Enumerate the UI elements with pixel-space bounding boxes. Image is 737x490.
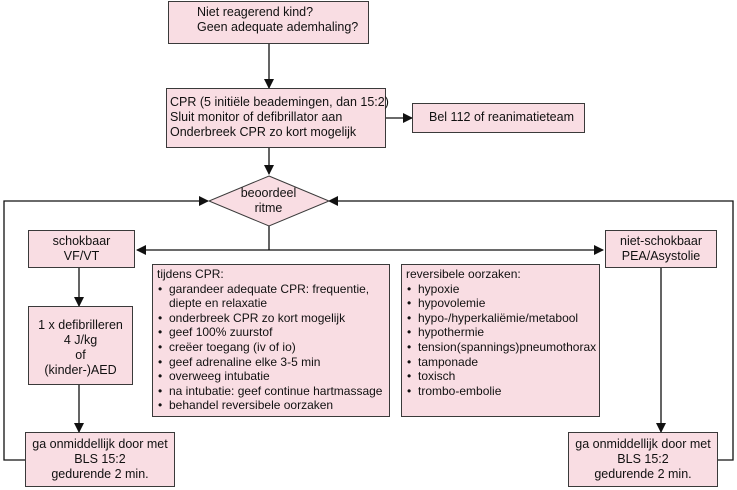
reversible-item: toxisch <box>406 369 599 384</box>
defib-box: 1 x defibrilleren 4 J/kg of (kinder-)AED <box>28 306 133 385</box>
reversible-list: hypoxie hypovolemie hypo-/hyperkaliëmie/… <box>406 282 599 399</box>
bls-left-line-3: gedurende 2 min. <box>51 467 149 481</box>
reversible-item: hypovolemie <box>406 296 599 311</box>
assess-line-1: beoordeel <box>240 186 297 200</box>
loop-left <box>3 196 209 461</box>
cpr-line-3: Onderbreek CPR zo kort mogelijk <box>170 125 357 139</box>
nonshockable-box: niet-schokbaar PEA/Asystolie <box>605 230 717 268</box>
reversible-causes-box: reversibele oorzaken: hypoxie hypovolemi… <box>401 264 600 417</box>
reversible-item: tamponade <box>406 355 599 370</box>
defib-line-2: 4 J/kg <box>63 333 98 347</box>
reversible-title: reversibele oorzaken: <box>406 267 521 281</box>
during-item: garandeer adequate CPR: frequentie, <box>157 282 389 297</box>
during-item: creëer toegang (iv of io) <box>157 340 389 355</box>
cpr-line-2: Sluit monitor of defibrillator aan <box>170 110 343 124</box>
call-label: Bel 112 of reanimatieteam <box>429 110 574 124</box>
bls-right-box: ga onmiddellijk door met BLS 15:2 gedure… <box>568 432 718 487</box>
during-item: diepte en relaxatie <box>169 296 268 311</box>
start-line-2: Geen adequate ademhaling? <box>197 20 359 34</box>
bls-right-line-3: gedurende 2 min. <box>594 467 692 481</box>
during-cpr-title: tijdens CPR: <box>157 267 224 281</box>
bls-right-line-2: BLS 15:2 <box>617 452 669 466</box>
during-item: overweeg intubatie <box>157 369 389 384</box>
shockable-box: schokbaar VF/VT <box>28 230 135 268</box>
during-item: na intubatie: geef continue hartmassage <box>157 384 389 399</box>
during-cpr-list: garandeer adequate CPR: frequentie, diep… <box>157 282 389 413</box>
assess-diamond <box>207 175 331 227</box>
assess-line-2: ritme <box>254 201 283 215</box>
during-item: geef 100% zuurstof <box>157 325 389 340</box>
call-box: Bel 112 of reanimatieteam <box>412 103 585 133</box>
during-item: geef adrenaline elke 3-5 min <box>157 355 389 370</box>
reversible-item: hypoxie <box>406 282 599 297</box>
nonshockable-line-1: niet-schokbaar <box>620 234 702 248</box>
loop-right <box>328 196 734 461</box>
assess-label: beoordeel ritme <box>210 176 327 226</box>
during-item: onderbreek CPR zo kort mogelijk <box>157 311 389 326</box>
start-box: Niet reagerend kind? Geen adequate ademh… <box>168 1 369 44</box>
cpr-box: CPR (5 initiële beademingen, dan 15:2) S… <box>166 88 389 148</box>
shockable-line-1: schokbaar <box>52 234 111 248</box>
cpr-line-1: CPR (5 initiële beademingen, dan 15:2) <box>170 95 389 109</box>
defib-line-1: 1 x defibrilleren <box>38 318 123 332</box>
shockable-line-2: VF/VT <box>63 249 100 263</box>
bls-left-line-2: BLS 15:2 <box>74 452 126 466</box>
bls-right-line-1: ga onmiddellijk door met <box>575 437 711 451</box>
bls-left-box: ga onmiddellijk door met BLS 15:2 gedure… <box>25 432 175 487</box>
reversible-item: hypothermie <box>406 325 599 340</box>
reversible-item: hypo-/hyperkaliëmie/metabool <box>406 311 599 326</box>
during-cpr-box: tijdens CPR: garandeer adequate CPR: fre… <box>152 264 390 417</box>
during-item: behandel reversibele oorzaken <box>157 398 389 413</box>
bls-left-line-1: ga onmiddellijk door met <box>32 437 168 451</box>
defib-line-4: (kinder-)AED <box>44 363 117 377</box>
nonshockable-line-2: PEA/Asystolie <box>621 249 701 263</box>
start-line-1: Niet reagerend kind? <box>197 5 314 19</box>
reversible-item: tension(spannings)pneumothorax <box>406 340 599 355</box>
reversible-item: trombo-embolie <box>406 384 599 399</box>
defib-line-3: of <box>75 348 86 362</box>
